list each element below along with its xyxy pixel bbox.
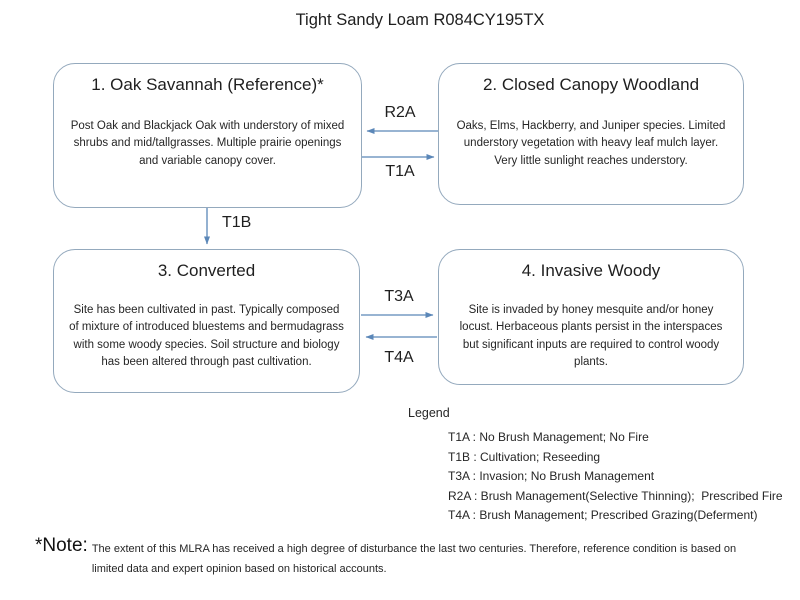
legend-item: R2A : Brush Management(Selective Thinnin… <box>448 488 783 503</box>
state-box-description: Site is invaded by honey mesquite and/or… <box>459 304 723 369</box>
page-title: Tight Sandy Loam R084CY195TX <box>295 11 545 29</box>
transition-label-t4a: T4A <box>384 349 414 366</box>
state-box-converted: 3. Converted Site has been cultivated in… <box>53 249 360 393</box>
state-box-invasive-woody: 4. Invasive Woody Site is invaded by hon… <box>438 249 744 385</box>
state-box-closed-canopy-woodland: 2. Closed Canopy Woodland Oaks, Elms, Ha… <box>438 63 744 205</box>
transition-label-t1b: T1B <box>222 214 252 231</box>
legend-title: Legend <box>408 406 450 420</box>
state-box-description: Post Oak and Blackjack Oak with understo… <box>70 120 345 167</box>
state-box-heading: 4. Invasive Woody <box>521 261 661 280</box>
transition-label-t1a: T1A <box>385 163 415 180</box>
footnote-text: The extent of this MLRA has received a h… <box>91 543 737 575</box>
state-box-description: Site has been cultivated in past. Typica… <box>69 304 344 369</box>
state-box-heading: 1. Oak Savannah (Reference)* <box>91 75 324 94</box>
legend: Legend T1A : No Brush Management; No Fir… <box>408 406 783 526</box>
legend-item: T3A : Invasion; No Brush Management <box>448 469 655 483</box>
footnote-prefix: *Note: <box>35 535 88 556</box>
legend-item: T1A : No Brush Management; No Fire <box>448 430 649 444</box>
legend-items: T1A : No Brush Management; No Fire T1B :… <box>448 428 783 526</box>
state-box-heading: 2. Closed Canopy Woodland <box>482 75 700 94</box>
state-box-heading: 3. Converted <box>157 261 256 280</box>
legend-item: T1B : Cultivation; Reseeding <box>448 449 601 464</box>
footnote: *Note: The extent of this MLRA has recei… <box>35 535 767 580</box>
transition-label-r2a: R2A <box>384 104 416 121</box>
state-box-description: Oaks, Elms, Hackberry, and Juniper speci… <box>456 120 726 167</box>
legend-item: T4A : Brush Management; Prescribed Grazi… <box>448 508 758 522</box>
transition-label-t3a: T3A <box>384 288 414 305</box>
state-box-oak-savannah: 1. Oak Savannah (Reference)* Post Oak an… <box>53 63 362 208</box>
